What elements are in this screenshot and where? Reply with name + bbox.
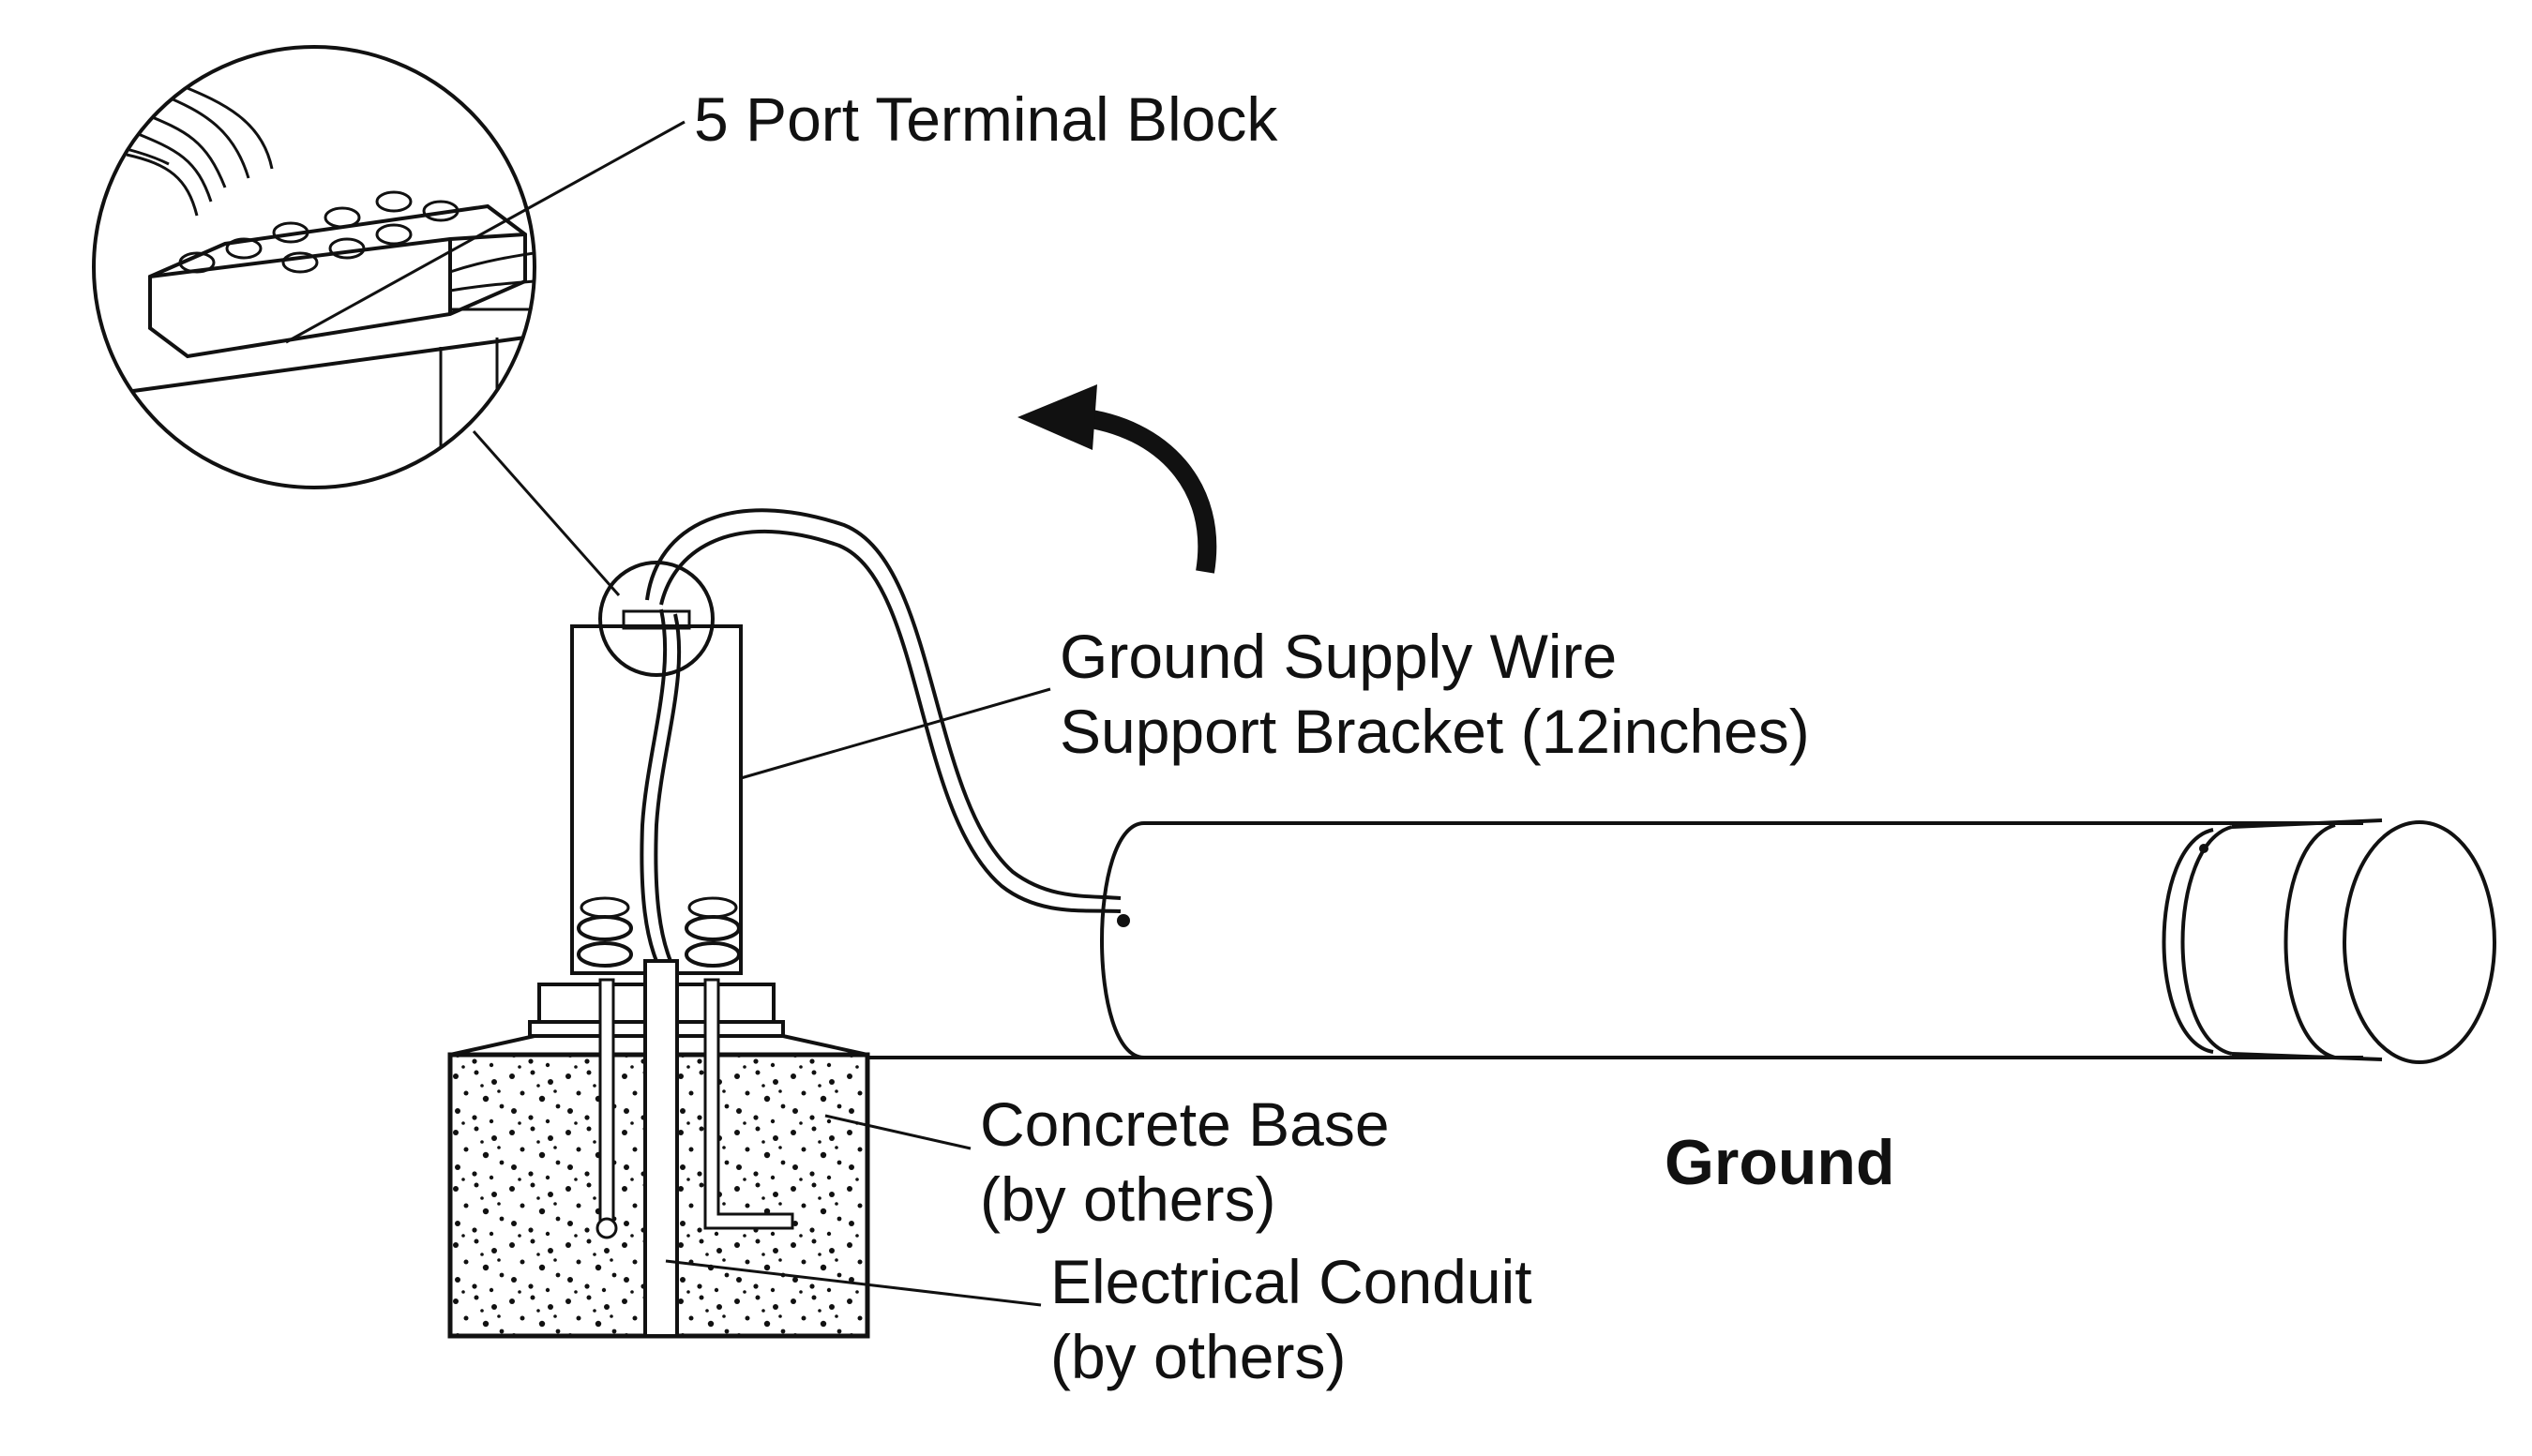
conduit-label: Electrical Conduit bbox=[1050, 1247, 1532, 1316]
support-bracket bbox=[528, 561, 785, 1038]
electrical-conduit bbox=[643, 959, 679, 1338]
concrete-base-note: (by others) bbox=[980, 1164, 1275, 1234]
bollard-tube bbox=[1100, 818, 2496, 1064]
conduit-leader bbox=[665, 1259, 1042, 1307]
anchor-bolt-nuts bbox=[577, 896, 741, 968]
terminal-block-detail bbox=[92, 45, 621, 596]
support-bracket-label: Support Bracket (12inches) bbox=[1060, 697, 1810, 766]
support-bracket-leader bbox=[740, 687, 1051, 780]
supply-wire-label: Ground Supply Wire bbox=[1060, 622, 1617, 691]
terminal-screws bbox=[178, 190, 460, 274]
conduit-note: (by others) bbox=[1050, 1322, 1346, 1391]
terminal-block-label: 5 Port Terminal Block bbox=[694, 84, 1278, 154]
rotation-arrow-icon bbox=[1017, 384, 1217, 574]
ground-label: Ground bbox=[1665, 1127, 1895, 1198]
ground-supply-wire bbox=[640, 508, 1122, 962]
anchor-bolts bbox=[595, 978, 794, 1239]
terminal-block-leader bbox=[285, 120, 686, 344]
concrete-base-label: Concrete Base bbox=[980, 1089, 1390, 1159]
concrete-base-leader bbox=[824, 1114, 972, 1150]
